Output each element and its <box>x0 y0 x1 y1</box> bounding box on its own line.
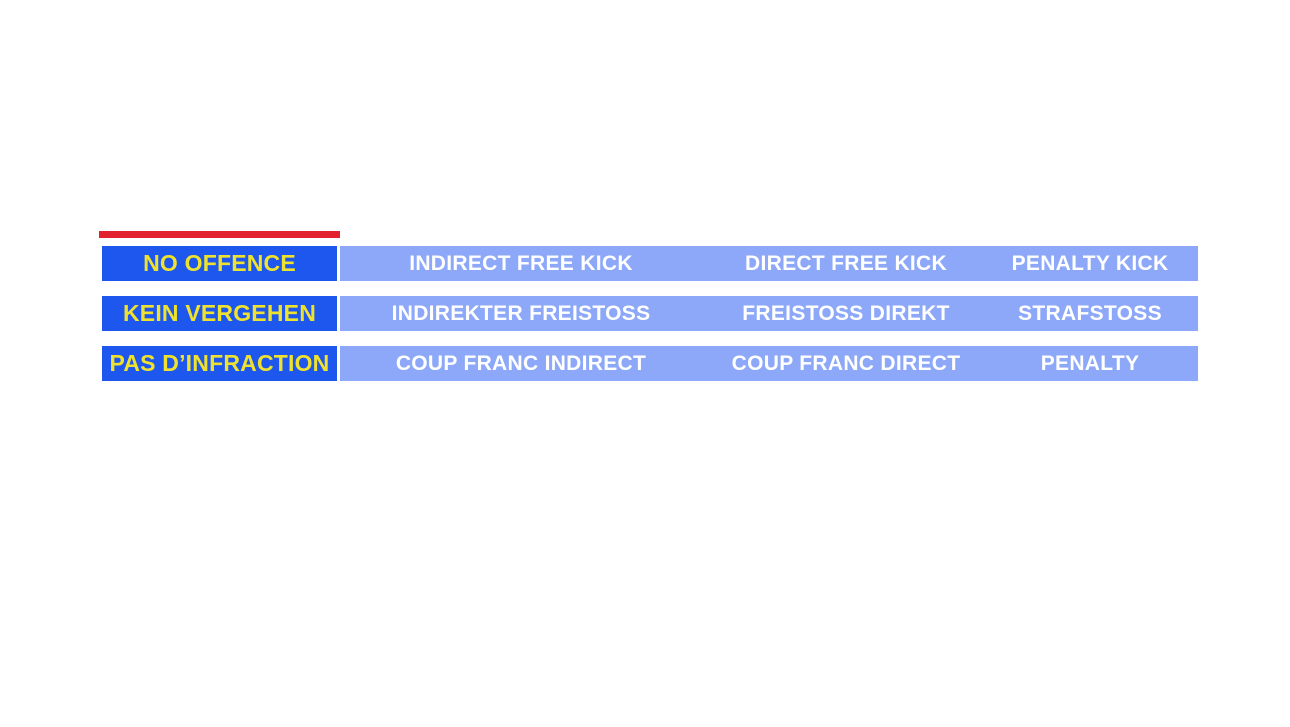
red-accent-bar <box>99 231 340 238</box>
table-row: NO OFFENCE INDIRECT FREE KICK DIRECT FRE… <box>102 246 1198 281</box>
offence-cell-german: KEIN VERGEHEN <box>102 296 337 331</box>
outcome-bar: INDIREKTER FREISTOSS FREISTOSS DIREKT ST… <box>340 296 1198 331</box>
outcome-cell-penalty-kick: PENALTY KICK <box>1011 252 1169 275</box>
outcome-cell-indirect-free-kick: INDIRECT FREE KICK <box>409 252 633 275</box>
table-row: KEIN VERGEHEN INDIREKTER FREISTOSS FREIS… <box>102 296 1198 331</box>
table-row: PAS D’INFRACTION COUP FRANC INDIRECT COU… <box>102 346 1198 381</box>
outcome-bar: COUP FRANC INDIRECT COUP FRANC DIRECT PE… <box>340 346 1198 381</box>
outcome-cell-penalty-kick: STRAFSTOSS <box>1018 302 1162 325</box>
outcome-cell-indirect-free-kick: COUP FRANC INDIRECT <box>395 352 647 375</box>
offence-cell-french: PAS D’INFRACTION <box>102 346 337 381</box>
outcome-cell-penalty-kick: PENALTY <box>1040 352 1140 375</box>
offence-cell-english: NO OFFENCE <box>102 246 337 281</box>
outcome-cell-indirect-free-kick: INDIREKTER FREISTOSS <box>391 302 651 325</box>
outcome-bar: INDIRECT FREE KICK DIRECT FREE KICK PENA… <box>340 246 1198 281</box>
outcome-cell-direct-free-kick: FREISTOSS DIREKT <box>742 302 950 325</box>
outcome-cell-direct-free-kick: DIRECT FREE KICK <box>745 252 947 275</box>
outcome-cell-direct-free-kick: COUP FRANC DIRECT <box>731 352 961 375</box>
